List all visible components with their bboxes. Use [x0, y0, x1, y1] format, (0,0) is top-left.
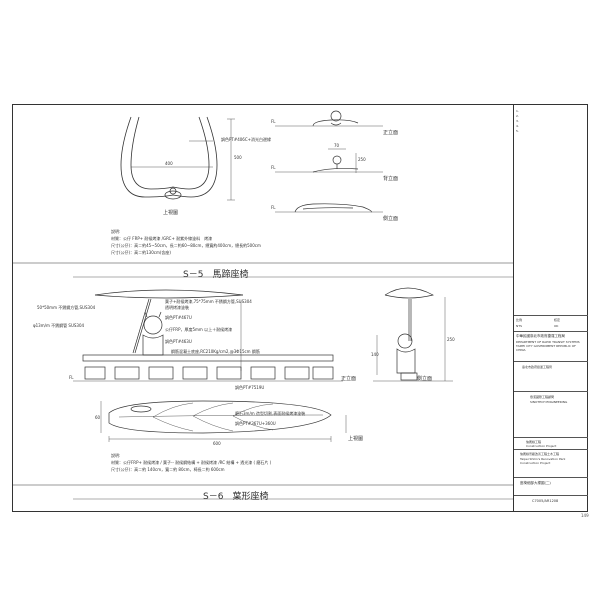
tb-dept-row: 臺北市政府捷運工程局: [514, 361, 588, 375]
tb-scale-row: 比例 NTS 核定 OK: [514, 315, 588, 331]
drawing-lines: [13, 110, 513, 500]
tb-org-cn: 中華民國臺北市政府捷運工程局: [516, 334, 565, 338]
s6-label-front: 正立面: [341, 376, 357, 382]
s5-title: S－5 馬蹄座椅: [183, 270, 249, 280]
page-number: 149: [581, 513, 589, 518]
s6-dim-depth: 60: [95, 415, 101, 420]
s6-callout-4: 調色PT#467U: [165, 315, 192, 320]
s5-fl-front: FL: [271, 119, 276, 124]
s6-callout-1: 50*50mm 不銹鋼方管,SUS304: [37, 305, 96, 310]
tb-project-en: Construction Project: [526, 444, 557, 448]
s5-note-3: 尺寸(公仔)：高＝約130cm(含座): [111, 250, 171, 255]
s6-callout-6: 公仔FRP，厚度5mm 以上＋耐候烤漆: [165, 327, 233, 332]
tb-drawing-no: C7005/AR1208: [532, 499, 559, 503]
s6-notes-header: 說明:: [111, 453, 121, 458]
s6-callout-3: 透明烤漆塗裝: [165, 305, 189, 310]
tb-org-row: 中華民國臺北市政府捷運工程局 DEPARTMENT OF RAPID TRANS…: [514, 331, 588, 353]
s6-plan-view: [100, 400, 347, 442]
s5-plan-view: [120, 116, 235, 201]
s6-callout-2: 葉子+耐候烤漆,75*75mm 不銹鋼方管,SUS304: [165, 299, 252, 304]
tb-check-value: OK: [554, 324, 559, 328]
s5-dim-250: 250: [358, 157, 366, 162]
tb-project: 信義線工程: [526, 440, 542, 444]
tb-company: 鼎漢國際工程顧問: [530, 395, 555, 399]
s6-note-2: 尺寸(公仔)：高＝約 140cm，寬＝約 80cm，椅長＝約 600cm: [111, 467, 225, 472]
tb-note-2: 2.: [516, 114, 519, 118]
s6-callout-8: 鋼筋混凝土底座,RC210Kg/cm2,@3Φ15cm 鋼筋: [171, 349, 260, 354]
s5-note-1: 材質：公仔 FRP+ 耐候烤漆 /GRC+ 耐紫外線塗料 烤漆: [111, 236, 213, 241]
s6-callout-9: 調色PT#7519U: [235, 385, 265, 390]
s6-front-elevation: [73, 289, 343, 382]
tb-title-en: Taipei Shilin's Renovation Park Construc…: [520, 457, 566, 465]
s5-back-elevation: [275, 148, 383, 173]
s5-label-front: 正立面: [383, 130, 399, 136]
tb-scale-label: 比例: [516, 318, 523, 322]
s6-dim-250: 250: [447, 337, 455, 342]
s6-note-1: 材質：公仔FRP+ 耐候烤漆 / 葉子-- 耐候鋼結構 + 耐候烤漆 /RC 結…: [111, 460, 272, 465]
tb-note-5: 5.: [516, 129, 519, 133]
tb-company-en: SINOTECH ENGINEERING: [530, 400, 568, 404]
tb-drawing-title: 座椅細部大樣圖(二): [520, 481, 551, 485]
s6-side-elevation: [373, 287, 453, 382]
tb-title-row: 信義線景觀改善工程土木工程 Taipei Shilin's Renovation…: [514, 449, 588, 465]
s5-notes-header: 說明:: [111, 229, 121, 234]
s6-callout-10: 磨石3m/m 造型切割,表面耐候烤漆塗裝: [235, 411, 306, 416]
s5-dim-width: 400: [165, 161, 173, 166]
drawing-area: 調色PT#406C+消光白邊緣 400 500 上視圖 FL 正立面 70 25…: [13, 105, 513, 511]
s6-callout-11: 調色PT#367U+360U: [235, 421, 276, 426]
s6-title: S－6 葉形座椅: [203, 492, 269, 502]
s5-dim-70: 70: [334, 143, 340, 148]
s6-callout-5: φ13m/m 不銹鋼管 SUS304: [33, 323, 85, 328]
s5-side-elevation: [275, 203, 383, 213]
tb-note-4: 4.: [516, 124, 519, 128]
tb-org-en: DEPARTMENT OF RAPID TRANSIT SYSTEMS TAIP…: [516, 340, 580, 352]
tb-drawing-title-row: 座椅細部大樣圖(二): [514, 477, 588, 489]
s5-label-side: 側立面: [383, 216, 399, 222]
drawing-sheet: 調色PT#406C+消光白邊緣 400 500 上視圖 FL 正立面 70 25…: [12, 104, 588, 512]
title-block: 1. 2. 3. 4. 5. 比例 NTS 核定 OK 中華民國臺北市政府捷運工…: [513, 105, 588, 511]
s5-label-plan: 上視圖: [163, 210, 179, 216]
s6-fl-front: FL: [69, 375, 74, 380]
s6-dim-140: 140: [371, 352, 379, 357]
tb-company-row: 鼎漢國際工程顧問 SINOTECH ENGINEERING: [514, 391, 588, 407]
tb-dept: 臺北市政府捷運工程局: [522, 365, 553, 369]
tb-title-cn: 信義線景觀改善工程土木工程: [520, 452, 560, 456]
s6-dim-width: 600: [213, 441, 221, 446]
tb-scale-value: NTS: [516, 324, 522, 328]
tb-note-3: 3.: [516, 119, 519, 123]
s5-note-2: 尺寸(公仔)：高＝約45~50cm，長＝約60~80cm，總寬約400cm，總長…: [111, 243, 261, 248]
s6-label-plan: 上視圖: [348, 436, 364, 442]
s5-label-back: 背立面: [383, 176, 399, 182]
tb-drawing-no-row: C7005/AR1208: [514, 495, 588, 507]
s5-fl-back: FL: [271, 165, 276, 170]
s5-front-elevation: [275, 110, 383, 127]
s6-callout-7: 調色PT#463U: [165, 339, 192, 344]
s6-label-side: 側立面: [417, 376, 433, 382]
tb-check-label: 核定: [554, 318, 561, 322]
s5-fl-side: FL: [271, 205, 276, 210]
tb-project-row: 信義線工程 Construction Project: [514, 437, 588, 449]
tb-note-1: 1.: [516, 109, 519, 113]
s5-dim-height: 500: [234, 155, 242, 160]
s5-callout: 調色PT#406C+消光白邊緣: [221, 137, 271, 142]
